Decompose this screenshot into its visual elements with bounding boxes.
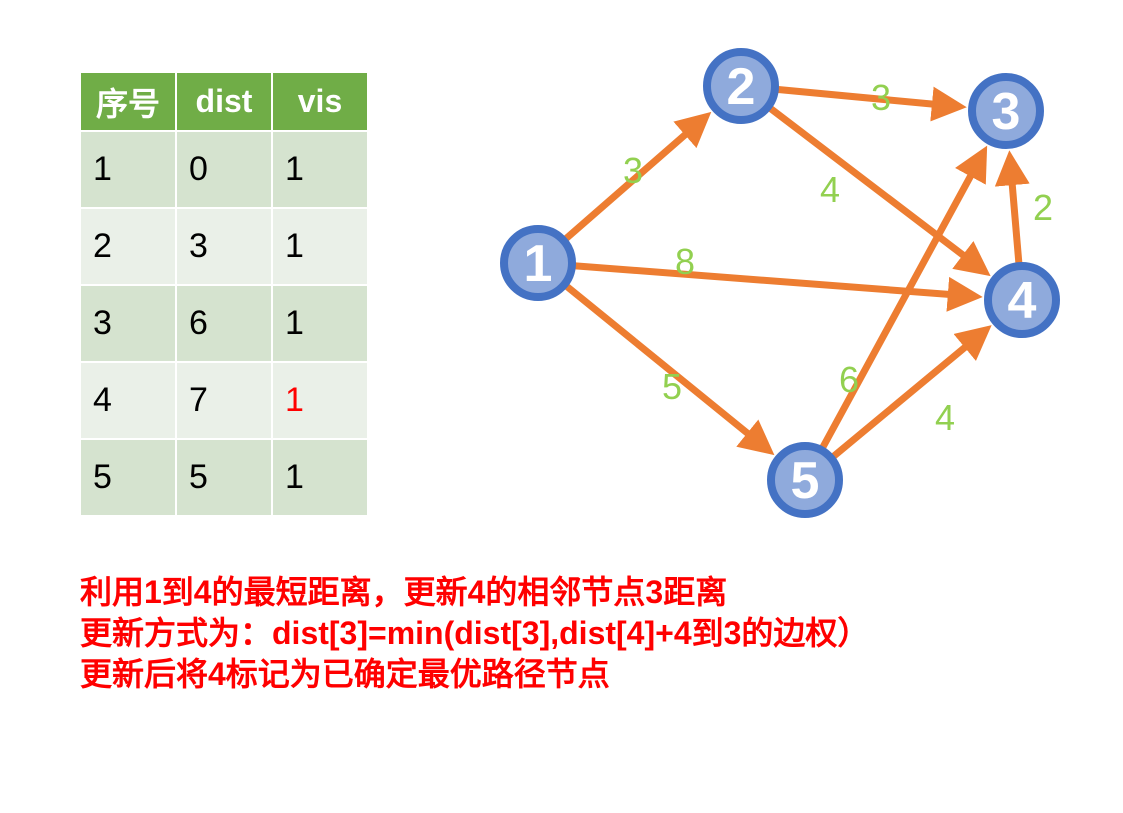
- edge-2-3: [776, 85, 967, 122]
- node-label: 1: [524, 235, 553, 293]
- node-3: [968, 73, 1044, 149]
- cell-dist: 0: [175, 130, 273, 209]
- note-line-1: 利用1到4的最短距离，更新4的相邻节点3距离: [80, 574, 728, 610]
- dist-table: 序号 dist vis 1 0 1 2 3 1 3 6 1 4 7 1 5 5 …: [79, 71, 369, 517]
- note-line-2: 更新方式为：dist[3]=min(dist[3],dist[4]+4到3的边权…: [80, 615, 870, 651]
- node-label: 2: [727, 58, 756, 116]
- cell-index: 1: [79, 130, 177, 209]
- node-4: [984, 262, 1060, 338]
- note-line-3: 更新后将4标记为已确定最优路径节点: [80, 656, 610, 692]
- edge-weight-label: 4: [935, 397, 955, 438]
- node-5: [767, 442, 843, 518]
- cell-vis: 1: [271, 207, 369, 286]
- header-index: 序号: [79, 71, 177, 132]
- edge-2-4: [767, 105, 991, 277]
- edge-weight-label: 3: [871, 77, 891, 118]
- explanation-text: 利用1到4的最短距离，更新4的相邻节点3距离 更新方式为：dist[3]=min…: [80, 572, 869, 695]
- cell-dist: 5: [175, 438, 273, 517]
- graph-diagram: 3 3 4 8 5 6 4 2 1 2 3 4 5: [500, 48, 1060, 518]
- node-label: 3: [992, 83, 1021, 141]
- cell-index: 4: [79, 361, 177, 440]
- cell-vis: 1: [271, 130, 369, 209]
- edge-4-3: [994, 150, 1030, 265]
- cell-vis: 1: [271, 438, 369, 517]
- cell-index: 5: [79, 438, 177, 517]
- node-label: 4: [1008, 272, 1037, 330]
- node-1: [500, 225, 576, 301]
- edge-5-4: [830, 325, 992, 460]
- edge-weight-label: 4: [820, 169, 840, 210]
- node-2: [703, 48, 779, 124]
- cell-dist: 3: [175, 207, 273, 286]
- edge-weight-label: 6: [839, 359, 859, 400]
- edge-1-5: [563, 282, 775, 456]
- header-vis: vis: [271, 71, 369, 132]
- cell-index: 3: [79, 284, 177, 363]
- edge-weight-label: 8: [675, 241, 695, 282]
- edge-5-3: [819, 145, 988, 451]
- table-row: 3 6 1: [79, 284, 369, 363]
- header-dist: dist: [175, 71, 273, 132]
- edge-1-2: [562, 111, 712, 242]
- table-row: 4 7 1: [79, 361, 369, 440]
- edge-weight-label: 5: [662, 366, 682, 407]
- table-row: 1 0 1: [79, 130, 369, 209]
- node-label: 5: [791, 452, 820, 510]
- edge-weight-label: 3: [623, 150, 643, 191]
- table-row: 2 3 1: [79, 207, 369, 286]
- cell-vis: 1: [271, 284, 369, 363]
- cell-vis-highlighted: 1: [271, 361, 369, 440]
- edge-weight-label: 2: [1033, 187, 1053, 228]
- table-row: 5 5 1: [79, 438, 369, 517]
- cell-index: 2: [79, 207, 177, 286]
- cell-dist: 7: [175, 361, 273, 440]
- cell-dist: 6: [175, 284, 273, 363]
